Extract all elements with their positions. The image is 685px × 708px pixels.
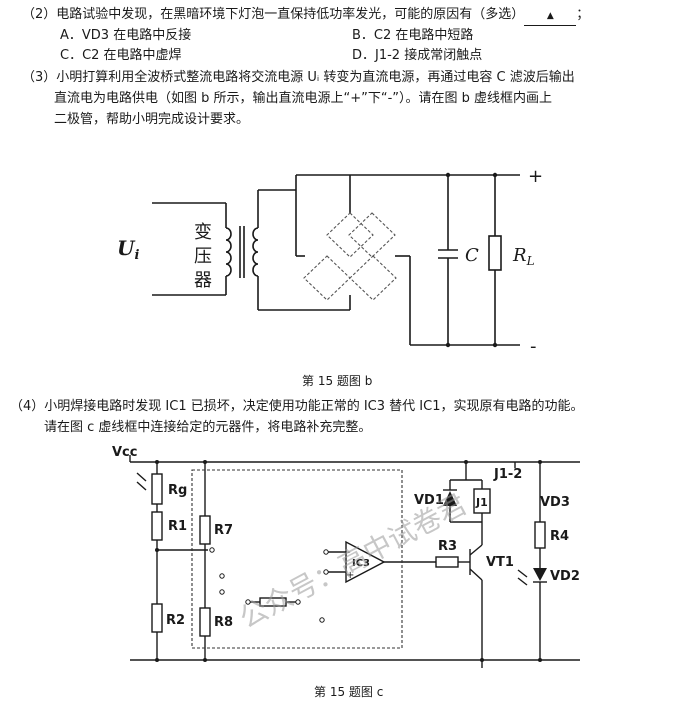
ic3-label: IC3 (352, 558, 370, 569)
node-r2-bottom (155, 658, 159, 662)
node-cap-top (445, 172, 451, 178)
vd3-label: VD3 (540, 495, 570, 510)
q3-line-3: 二极管，帮助小明完成设计要求。 (54, 112, 250, 127)
bridge-arm-top-left[interactable] (326, 212, 374, 258)
r4-resistor (534, 521, 546, 549)
ic3-minus-sign: - (347, 547, 351, 558)
r8-resistor (199, 607, 211, 637)
r2-resistor (151, 603, 163, 633)
primary-coil (225, 227, 232, 277)
r4-label: R4 (550, 529, 569, 544)
wiring-dashed-box[interactable] (191, 469, 403, 649)
q2-stem-line: （2）电路试验中发现，在黑暗环境下灯泡一直保持低功率发光，可能的原因有（多选） ▲… (22, 6, 589, 26)
q2-option-c: C．C2 在电路中虚焊 (60, 48, 182, 63)
node-r8-bottom (203, 658, 207, 662)
answer-blank[interactable]: ▲ (524, 7, 577, 26)
vt1-label: VT1 (486, 555, 514, 570)
terminal-ic3-feedback[interactable] (319, 617, 325, 623)
light-arrow-1 (136, 472, 147, 482)
terminal-spare-left[interactable] (245, 599, 251, 605)
vcc-label: Vcc (112, 445, 137, 460)
transformer-char-3: 器 (194, 270, 212, 291)
r7-resistor (199, 515, 211, 545)
node-vd2-bottom (538, 658, 542, 662)
r8-label: R8 (214, 615, 233, 630)
terminal-divider[interactable] (209, 547, 215, 553)
ic3-opamp[interactable] (345, 540, 386, 584)
node-divider (155, 548, 159, 552)
rg-resistor (151, 473, 163, 505)
vd2-led (533, 568, 547, 581)
rg-label: Rg (168, 483, 187, 498)
node-load-bottom (492, 342, 498, 348)
vt1-collector (469, 544, 483, 556)
r7-label: R7 (214, 523, 233, 538)
load-label: RL (512, 245, 535, 268)
terminal-r7-r8-lower[interactable] (219, 589, 225, 595)
secondary-coil (252, 227, 259, 277)
q2-option-b: B．C2 在电路中短路 (352, 28, 474, 43)
q2-stem: （2）电路试验中发现，在黑暗环境下灯泡一直保持低功率发光，可能的原因有（多选） (22, 7, 525, 22)
r2-label: R2 (166, 613, 185, 628)
r1-resistor (151, 511, 163, 541)
node-vd3-top (538, 460, 542, 464)
node-cap-bottom (445, 342, 451, 348)
j1-2-label: J1-2 (493, 467, 522, 482)
bridge-arm-bottom-right[interactable] (349, 255, 397, 301)
q3-line-1: （3）小明打算利用全波桥式整流电路将交流电源 Uᵢ 转变为直流电源，再通过电容 … (22, 70, 575, 85)
bridge-arm-top-right[interactable] (348, 212, 396, 258)
terminal-spare-right[interactable] (295, 599, 301, 605)
j1-label: J1 (475, 496, 488, 509)
node-load-top (492, 172, 498, 178)
bridge-arm-bottom-left[interactable] (303, 255, 351, 301)
input-label: Ui (117, 236, 139, 263)
transformer-char-1: 变 (194, 222, 212, 243)
q3-line-2: 直流电为电路供电（如图 b 所示，输出直流电源上“+”下“-”）。请在图 b 虚… (54, 91, 553, 106)
q4-line-1: （4）小明焊接电路时发现 IC1 已损坏，决定使用功能正常的 IC3 替代 IC… (10, 399, 584, 414)
r3-label: R3 (438, 539, 457, 554)
vd1-label: VD1 (414, 493, 444, 508)
node-emitter (480, 658, 484, 662)
transformer-char-2: 压 (194, 246, 212, 267)
terminal-ic3-minus[interactable] (323, 549, 329, 555)
r3-resistor (435, 556, 459, 568)
vd1-diode (443, 491, 457, 506)
q2-option-d: D．J1-2 接成常闭触点 (352, 48, 483, 63)
q2-tail: ； (576, 7, 590, 22)
figure-b: Ui 变 压 器 C RL + - (117, 166, 543, 357)
q4-line-2: 请在图 c 虚线框中连接给定的元器件，将电路补充完整。 (44, 420, 372, 435)
plus-terminal: + (528, 166, 543, 187)
blank-mark: ▲ (546, 11, 554, 21)
terminal-r7-r8[interactable] (219, 573, 225, 579)
fig-c-caption: 第 15 题图 c (314, 685, 384, 699)
node-r7-top (203, 460, 207, 464)
vd2-light-arrow-1 (517, 569, 528, 578)
node-rg-top (155, 460, 159, 464)
cap-label: C (465, 245, 479, 266)
fig-b-caption: 第 15 题图 b (302, 374, 373, 388)
vt1-emitter (469, 568, 483, 581)
light-arrow-2 (136, 481, 147, 491)
ic3-plus-sign: + (346, 570, 354, 581)
minus-terminal: - (530, 336, 537, 357)
vd2-light-arrow-2 (517, 577, 528, 586)
terminal-ic3-plus[interactable] (323, 569, 329, 575)
vd2-label: VD2 (550, 569, 580, 584)
q2-option-a: A．VD3 在电路中反接 (60, 28, 192, 43)
r1-label: R1 (168, 519, 187, 534)
node-relay-top (464, 460, 468, 464)
